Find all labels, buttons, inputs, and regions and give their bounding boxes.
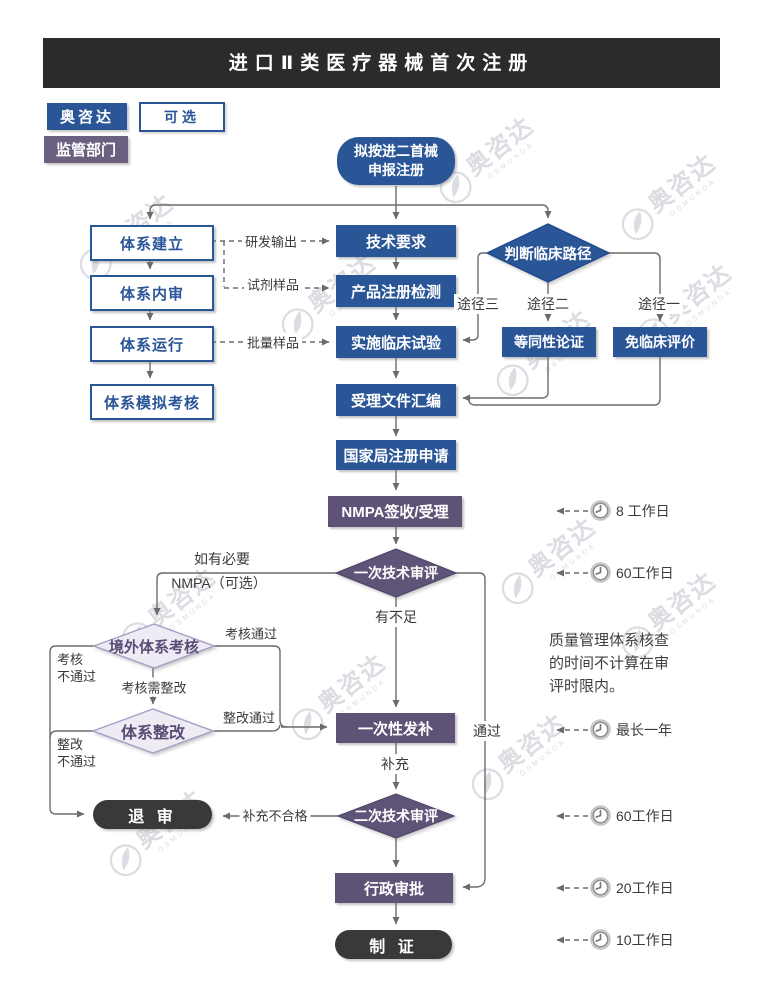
node-rectification-label: 体系整改 bbox=[120, 725, 185, 742]
node-equivalence: 等同性论证 bbox=[502, 327, 596, 357]
node-clinical-path-decision: 判断临床路径 bbox=[486, 223, 610, 283]
duration-annotation: 最长一年 bbox=[590, 719, 672, 740]
clock-icon bbox=[590, 929, 611, 950]
node-clinical-trial: 实施临床试验 bbox=[336, 326, 456, 358]
duration-annotation: 60工作日 bbox=[590, 805, 674, 826]
duration-annotation: 60工作日 bbox=[590, 562, 674, 583]
node-clinical-path-label: 判断临床路径 bbox=[504, 246, 592, 263]
node-review1-label: 一次技术审评 bbox=[354, 565, 438, 581]
osmunda-logo-icon bbox=[621, 208, 654, 241]
duration-text: 60工作日 bbox=[616, 807, 674, 824]
node-cert: 制 证 bbox=[335, 930, 452, 959]
edge-label-pass: 通过 bbox=[470, 721, 504, 741]
node-dossier: 受理文件汇编 bbox=[336, 384, 456, 416]
node-review2-label: 二次技术审评 bbox=[354, 808, 438, 824]
node-review1-decision: 一次技术审评 bbox=[335, 548, 457, 598]
edge-label-supplement-fail: 补充不合格 bbox=[239, 805, 311, 825]
duration-text: 20工作日 bbox=[616, 879, 674, 896]
edge-label-audit-fail: 考核 不通过 bbox=[57, 652, 97, 684]
qms-note: 质量管理体系核查的时间不计算在审评时限内。 bbox=[549, 632, 670, 695]
edge-label-rd-output: 研发输出 bbox=[241, 231, 301, 251]
node-exempt: 免临床评价 bbox=[613, 327, 707, 357]
node-tech-req: 技术要求 bbox=[336, 225, 456, 257]
node-reject: 退 审 bbox=[93, 800, 212, 829]
osmunda-logo-icon bbox=[501, 572, 534, 605]
osmunda-logo-icon bbox=[291, 708, 324, 741]
edge-label-path2: 途径二 bbox=[524, 294, 572, 314]
edge-label-audit-pass: 考核通过 bbox=[224, 626, 278, 642]
node-sys-run: 体系运行 bbox=[90, 326, 214, 362]
clock-icon bbox=[590, 562, 611, 583]
node-nmpa-apply: 国家局注册申请 bbox=[336, 440, 456, 470]
duration-annotation: 20工作日 bbox=[590, 877, 674, 898]
node-review2-decision: 二次技术审评 bbox=[337, 793, 455, 839]
edge-label-batch-sample: 批量样品 bbox=[243, 332, 303, 352]
legend-optional: 可选 bbox=[139, 102, 225, 132]
node-sys-audit: 体系内审 bbox=[90, 275, 214, 311]
edge-label-path3: 途径三 bbox=[454, 294, 502, 314]
legend-osmunda: 奥咨达 bbox=[47, 103, 127, 130]
edge-label-supplement-more: 补充 bbox=[378, 754, 412, 774]
node-reg-test: 产品注册检测 bbox=[336, 275, 456, 307]
edge-label-need-rectify: 考核需整改 bbox=[118, 677, 190, 697]
legend-regulator: 监管部门 bbox=[44, 136, 128, 163]
clock-icon bbox=[590, 719, 611, 740]
node-sys-build: 体系建立 bbox=[90, 225, 214, 261]
edge-label-nmpa-optional: NMPA（可选） bbox=[171, 575, 267, 591]
edge-label-path1: 途径一 bbox=[635, 294, 683, 314]
clock-icon bbox=[590, 877, 611, 898]
duration-annotation: 8 工作日 bbox=[590, 500, 670, 521]
node-start-line2: 申报注册 bbox=[368, 162, 424, 178]
edge-label-reagent-sample: 试剂样品 bbox=[243, 274, 303, 294]
node-supplement: 一次性发补 bbox=[336, 713, 455, 743]
clock-icon bbox=[590, 500, 611, 521]
duration-text: 10工作日 bbox=[616, 931, 674, 948]
node-rectification-decision: 体系整改 bbox=[92, 708, 214, 754]
duration-text: 60工作日 bbox=[616, 564, 674, 581]
node-start: 拟按进二首械 申报注册 bbox=[337, 137, 455, 185]
node-sys-mock: 体系模拟考核 bbox=[90, 384, 214, 420]
node-approval: 行政审批 bbox=[335, 873, 453, 903]
page-title: 进口Ⅱ类医疗器械首次注册 bbox=[43, 38, 720, 88]
duration-text: 8 工作日 bbox=[616, 502, 670, 519]
edge-label-insufficient: 有不足 bbox=[372, 607, 420, 627]
duration-text: 最长一年 bbox=[616, 721, 672, 738]
node-overseas-audit-label: 境外体系考核 bbox=[108, 638, 199, 656]
node-nmpa-accept: NMPA签收/受理 bbox=[328, 496, 462, 527]
osmunda-logo-icon bbox=[109, 844, 142, 877]
edge-label-rectify-pass: 整改通过 bbox=[222, 710, 276, 726]
osmunda-logo-icon bbox=[621, 626, 654, 659]
duration-annotation: 10工作日 bbox=[590, 929, 674, 950]
node-overseas-audit-decision: 境外体系考核 bbox=[93, 623, 215, 669]
edge-label-rectify-fail: 整改 不通过 bbox=[57, 737, 97, 769]
edge-label-if-needed: 如有必要 bbox=[194, 551, 250, 567]
clock-icon bbox=[590, 805, 611, 826]
node-start-line1: 拟按进二首械 bbox=[354, 143, 438, 159]
